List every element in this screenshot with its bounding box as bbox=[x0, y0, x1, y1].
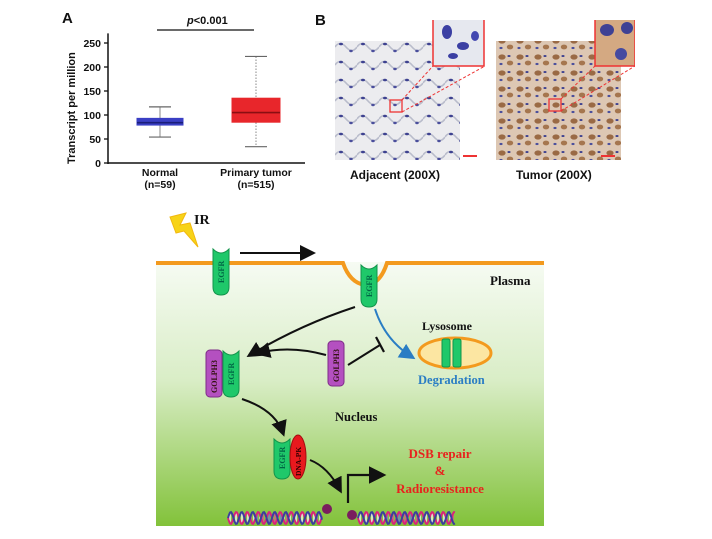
adjacent-zoom-line bbox=[401, 65, 486, 113]
egfr-receptor-nuclear bbox=[273, 437, 291, 480]
transcription-arrow bbox=[346, 466, 387, 503]
egfr-receptor-complex bbox=[222, 349, 240, 398]
tumor-caption: Tumor (200X) bbox=[516, 168, 592, 182]
p-value-text: <0.001 bbox=[193, 15, 228, 27]
adjacent-zoom-line bbox=[401, 65, 434, 101]
y-tick-label: 150 bbox=[83, 86, 101, 98]
plasma-label: Plasma bbox=[490, 273, 531, 288]
dsb-break-icon bbox=[347, 510, 357, 520]
dna-double-helix bbox=[227, 510, 456, 526]
y-tick-label: 100 bbox=[83, 110, 101, 122]
degradation-arrow bbox=[374, 308, 416, 360]
adjacent-inset bbox=[432, 20, 485, 67]
repair-arrow bbox=[309, 459, 342, 494]
degraded-egfr-icon bbox=[441, 338, 451, 368]
dna-strand-left bbox=[227, 510, 323, 526]
lysosome-label: Lysosome bbox=[422, 319, 473, 333]
binding-arrow bbox=[254, 342, 327, 358]
egfr-label: EGFR bbox=[217, 261, 226, 283]
inset-nucleus bbox=[471, 31, 479, 41]
inset-nucleus bbox=[600, 24, 614, 36]
p-value-prefix: p bbox=[187, 15, 194, 27]
category-n: (n=515) bbox=[237, 179, 275, 191]
category-name: Normal bbox=[141, 167, 179, 179]
y-tick-label: 200 bbox=[83, 62, 101, 74]
category-n: (n=59) bbox=[144, 179, 176, 191]
dnapk-protein bbox=[289, 434, 307, 480]
golph3-protein-complex bbox=[205, 349, 223, 398]
adjacent-caption: Adjacent (200X) bbox=[350, 168, 441, 182]
outcome-line-1: DSB repair bbox=[409, 446, 472, 461]
ihc-images bbox=[335, 20, 635, 160]
dna-strand-right bbox=[357, 510, 456, 526]
inhibition-line bbox=[347, 344, 381, 366]
inset-nucleus bbox=[448, 53, 458, 59]
panel-b-letter: B bbox=[315, 12, 326, 29]
egfr-receptor-membrane bbox=[212, 247, 230, 296]
degradation-label: Degradation bbox=[418, 373, 485, 387]
box-normal bbox=[136, 117, 184, 126]
y-tick-label: 50 bbox=[89, 134, 101, 146]
box-tumor bbox=[231, 97, 281, 123]
tumor-roi-box bbox=[548, 98, 562, 112]
tumor-zoom-line bbox=[560, 65, 596, 100]
dna-strand-left bbox=[227, 510, 323, 526]
category-label-tumor: Primary tumor (n=515) bbox=[206, 167, 306, 191]
panel-a-letter: A bbox=[62, 10, 73, 27]
golph3-protein-free bbox=[327, 340, 345, 387]
golph3-label: GOLPH3 bbox=[210, 360, 219, 393]
nuclear-translocation-arrow bbox=[241, 398, 287, 437]
egfr-label: EGFR bbox=[365, 275, 374, 297]
adjacent-roi-box bbox=[389, 99, 403, 113]
nucleus-label: Nucleus bbox=[335, 410, 378, 424]
outcome-line-3: Radioresistance bbox=[396, 481, 484, 496]
degraded-egfr-icon bbox=[452, 338, 462, 368]
egfr-label: EGFR bbox=[227, 363, 236, 385]
y-tick-label: 250 bbox=[83, 38, 101, 50]
p-value-annotation: p<0.001 bbox=[187, 15, 228, 27]
inset-nucleus bbox=[621, 22, 633, 34]
dsb-break-icon bbox=[322, 504, 332, 514]
inhibition-bar bbox=[375, 336, 385, 353]
ir-label: IR bbox=[194, 213, 210, 228]
egfr-receptor-endocytosed bbox=[360, 263, 378, 308]
lightning-icon bbox=[169, 212, 199, 248]
inset-nucleus bbox=[442, 25, 452, 39]
box-plot: 0 50 100 150 200 250 bbox=[83, 29, 305, 170]
category-name: Primary tumor bbox=[220, 167, 292, 179]
golph3-label: GOLPH3 bbox=[332, 349, 341, 382]
dnapk-label: DNA-PK bbox=[294, 447, 303, 476]
category-label-normal: Normal (n=59) bbox=[120, 167, 200, 191]
egfr-pathway-diagram: IR EGFR EGFR Plasma GOLPH3 EGFR GOLPH3 L… bbox=[156, 212, 544, 526]
inset-nucleus bbox=[615, 48, 627, 60]
outcome-line-2: & bbox=[435, 463, 446, 478]
egfr-label: EGFR bbox=[278, 447, 287, 469]
inset-nucleus bbox=[457, 42, 469, 50]
y-tick-label: 0 bbox=[95, 158, 101, 170]
tumor-zoom-line bbox=[560, 65, 635, 112]
